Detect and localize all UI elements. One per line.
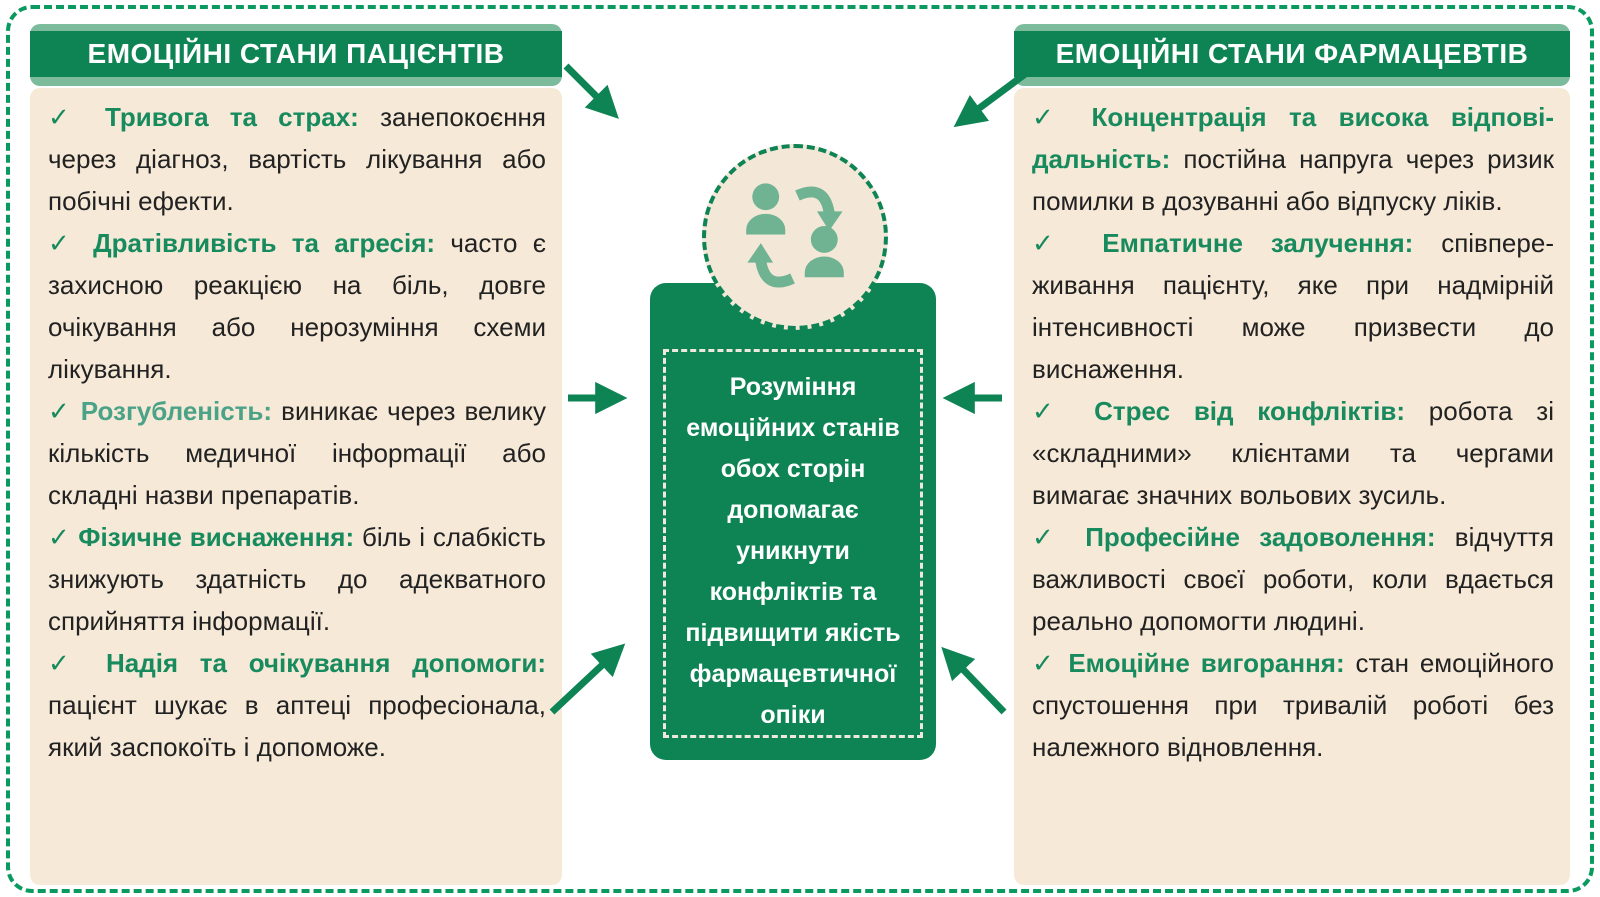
item-text: співпере­живання пацієнту, яке при надмі… xyxy=(1032,228,1554,384)
cycle-arrow-icon xyxy=(816,211,843,231)
item-label: Надія та очікування допомоги: xyxy=(105,648,546,678)
cycle-arrow-icon xyxy=(795,186,835,214)
cycle-arrow-icon xyxy=(755,260,795,288)
patients-panel-header: ЕМОЦІЙНІ СТАНИ ПАЦІЄНТІВ xyxy=(30,24,562,86)
item-label: Дратівливість та агресія: xyxy=(93,228,436,258)
check-icon: ✓ xyxy=(48,648,85,678)
item-text: стан емо­ційного спустошення при тривалі… xyxy=(1032,648,1554,762)
pharmacists-panel: ЕМОЦІЙНІ СТАНИ ФАРМАЦЕВТІВ ✓ Концентраці… xyxy=(1014,24,1570,885)
exchange-circle xyxy=(702,144,888,330)
item-text: занепокоєння через діагноз, вартість лік… xyxy=(48,102,546,216)
cycle-arrow-icon xyxy=(747,243,774,263)
list-item: ✓ Тривога та страх: занепокоєння через д… xyxy=(48,96,546,222)
item-text: робота зі «складними» клієнтами та черга… xyxy=(1032,396,1554,510)
item-label: Фізичне виснаження: xyxy=(78,522,355,552)
item-text: часто є захисною реакцією на біль, довге… xyxy=(48,228,547,384)
center-message: Розуміння емоційних станів обох сторін д… xyxy=(685,373,901,729)
item-label: Професійне задоволення: xyxy=(1085,522,1436,552)
item-label: Розгубленість: xyxy=(80,396,273,426)
item-label: Емоційне вигорання: xyxy=(1068,648,1345,678)
item-text: постійна напруга через ризик помилки в д… xyxy=(1032,144,1554,216)
check-icon: ✓ xyxy=(1032,648,1058,678)
check-icon: ✓ xyxy=(1032,396,1071,426)
list-item: ✓ Професійне задоволення: від­чуття важл… xyxy=(1032,516,1554,642)
check-icon: ✓ xyxy=(48,228,78,258)
item-text: виникає через велику кількість медичної … xyxy=(48,396,546,510)
patients-panel: ЕМОЦІЙНІ СТАНИ ПАЦІЄНТІВ ✓ Тривога та ст… xyxy=(30,24,562,885)
list-item: ✓ Дратівливість та агресія: часто є захи… xyxy=(48,222,546,390)
center-dashed-border xyxy=(663,349,923,738)
person-icon xyxy=(804,256,844,278)
item-text: пацієнт шукає в аптеці професіо­нала, як… xyxy=(48,690,546,762)
center-message-box: Розуміння емоційних станів обох сторін д… xyxy=(650,283,936,760)
check-icon: ✓ xyxy=(1032,228,1075,258)
check-icon: ✓ xyxy=(48,522,71,552)
check-icon: ✓ xyxy=(48,102,84,132)
pharmacists-panel-body: ✓ Концентрація та висока відпові­дальніс… xyxy=(1014,88,1570,885)
check-icon: ✓ xyxy=(48,396,72,426)
person-icon xyxy=(746,213,786,235)
people-exchange-icon xyxy=(746,183,844,288)
item-label: Стрес від конфліктів: xyxy=(1094,396,1405,426)
list-item: ✓ Надія та очікування допомоги: пацієнт … xyxy=(48,642,546,768)
check-icon: ✓ xyxy=(1032,522,1066,552)
pharmacists-panel-header: ЕМОЦІЙНІ СТАНИ ФАРМАЦЕВТІВ xyxy=(1014,24,1570,86)
list-item: ✓ Фізичне виснаження: біль і слабкість з… xyxy=(48,516,546,642)
item-label: Тривога та страх: xyxy=(105,102,359,132)
pharmacists-panel-title: ЕМОЦІЙНІ СТАНИ ФАРМАЦЕВТІВ xyxy=(1014,31,1570,77)
person-icon xyxy=(810,226,838,253)
list-item: ✓ Емпатичне залучення: співпере­живання … xyxy=(1032,222,1554,390)
list-item: ✓ Розгубленість: виникає через велику кі… xyxy=(48,390,546,516)
item-text: біль і слабкість знижують здатність до а… xyxy=(48,522,546,636)
item-label: Емпатичне залучення: xyxy=(1102,228,1414,258)
item-text: від­чуття важливості своєї роботи, коли … xyxy=(1032,522,1554,636)
outer-dashed-frame xyxy=(6,5,1594,893)
person-icon xyxy=(752,183,780,211)
check-icon: ✓ xyxy=(1032,102,1070,132)
list-item: ✓ Концентрація та висока відпові­дальніс… xyxy=(1032,96,1554,222)
patients-panel-body: ✓ Тривога та страх: занепокоєння через д… xyxy=(30,88,562,885)
list-item: ✓ Емоційне вигорання: стан емо­ційного с… xyxy=(1032,642,1554,768)
patients-panel-title: ЕМОЦІЙНІ СТАНИ ПАЦІЄНТІВ xyxy=(30,31,562,77)
list-item: ✓ Стрес від конфліктів: робота зі «склад… xyxy=(1032,390,1554,516)
item-label: Концентрація та висока відпові­дальність… xyxy=(1032,102,1554,174)
